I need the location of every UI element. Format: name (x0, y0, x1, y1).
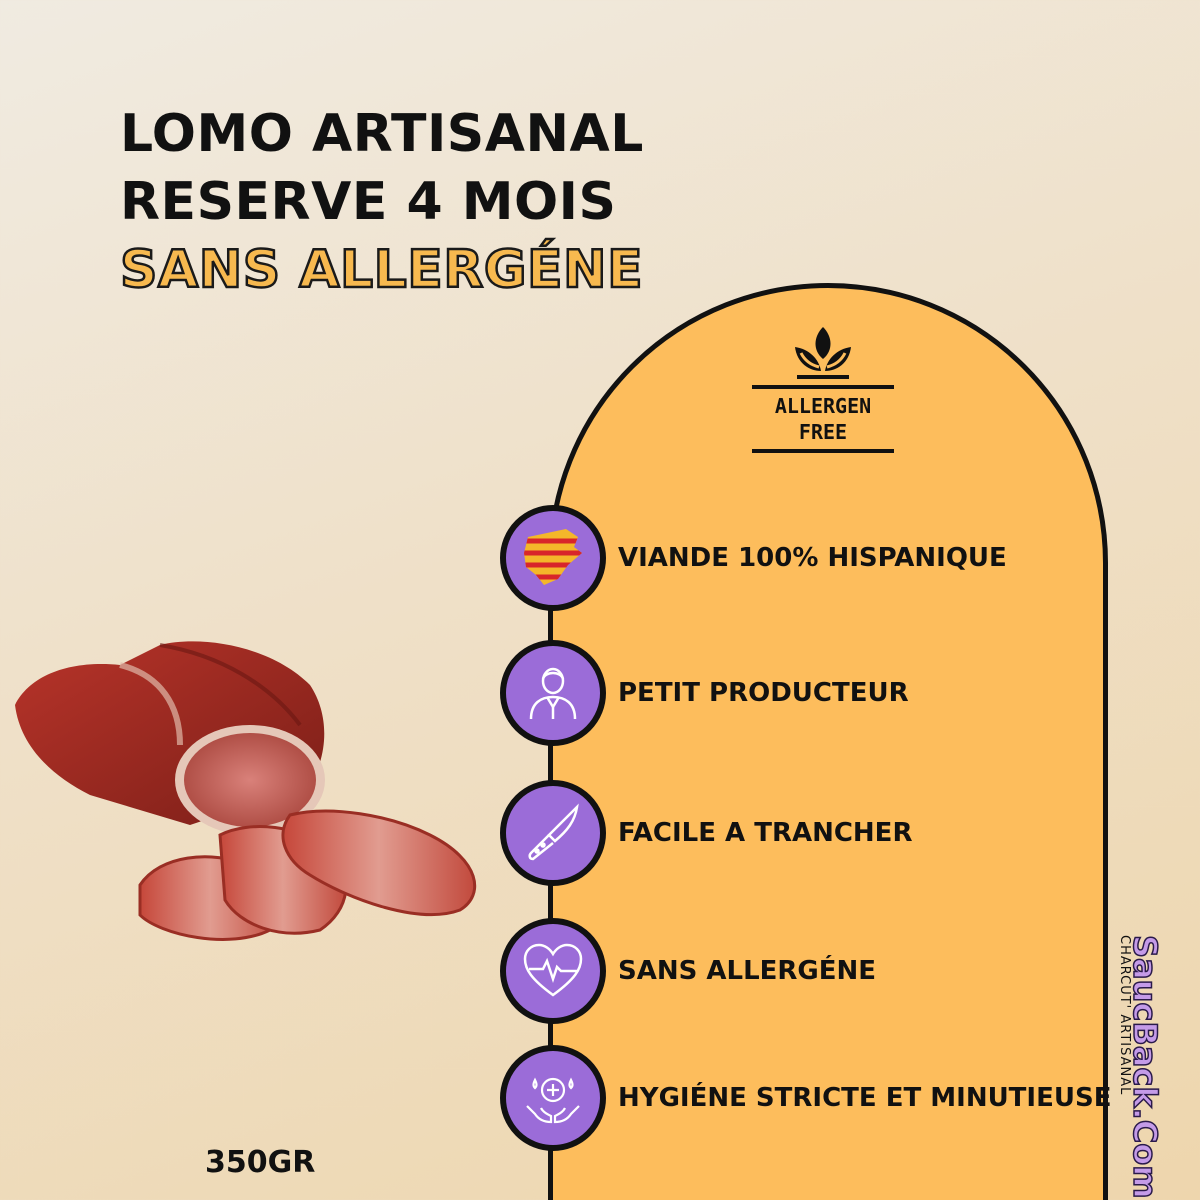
hygiene-hands-icon (526, 1077, 580, 1124)
product-weight: 350GR (205, 1145, 316, 1180)
badge-text-1: ALLERGEN (774, 394, 872, 418)
feature-label: PETIT PRODUCTEUR (618, 678, 909, 708)
title-line-3: SANS ALLERGÉNE (119, 239, 644, 302)
feature-hispanique: VIANDE 100% HISPANIQUE (500, 505, 1120, 611)
product-title: LOMO ARTISANAL RESERVE 4 MOIS SANS ALLER… (119, 100, 644, 304)
feature-producteur: PETIT PRODUCTEUR (500, 640, 1120, 746)
feature-label: VIANDE 100% HISPANIQUE (618, 543, 1007, 573)
leaf-icon (795, 327, 851, 379)
heart-pulse-icon (523, 943, 583, 997)
feature-icon-circle (500, 1045, 606, 1151)
feature-hygiene: HYGIÉNE STRICTE ET MINUTIEUSE (500, 1045, 1120, 1151)
feature-label: HYGIÉNE STRICTE ET MINUTIEUSE (618, 1083, 1112, 1113)
badge-text-2: FREE (798, 420, 848, 444)
badge-rule-bottom (752, 449, 894, 453)
catalonia-map-icon (524, 529, 582, 585)
feature-icon-circle (500, 780, 606, 886)
knife-icon (528, 803, 579, 861)
brand-logo: SaucBack.Com CHARCUT' ARTISANAL (1117, 934, 1168, 1199)
title-line-1: LOMO ARTISANAL (120, 104, 644, 164)
feature-sans-allergene: SANS ALLERGÉNE (500, 918, 1120, 1024)
producer-icon (529, 667, 577, 720)
badge-rule-top (752, 385, 894, 389)
features-arch (548, 283, 1108, 1200)
feature-trancher: FACILE A TRANCHER (500, 780, 1120, 886)
feature-icon-circle (500, 505, 606, 611)
allergen-free-badge: ALLERGEN FREE (752, 325, 894, 460)
brand-tagline: CHARCUT' ARTISANAL (1117, 935, 1132, 1096)
lomo-product-image (15, 641, 477, 941)
feature-label: SANS ALLERGÉNE (618, 956, 877, 986)
title-line-2: RESERVE 4 MOIS (120, 172, 617, 232)
feature-icon-circle (500, 918, 606, 1024)
feature-icon-circle (500, 640, 606, 746)
feature-label: FACILE A TRANCHER (618, 818, 913, 848)
